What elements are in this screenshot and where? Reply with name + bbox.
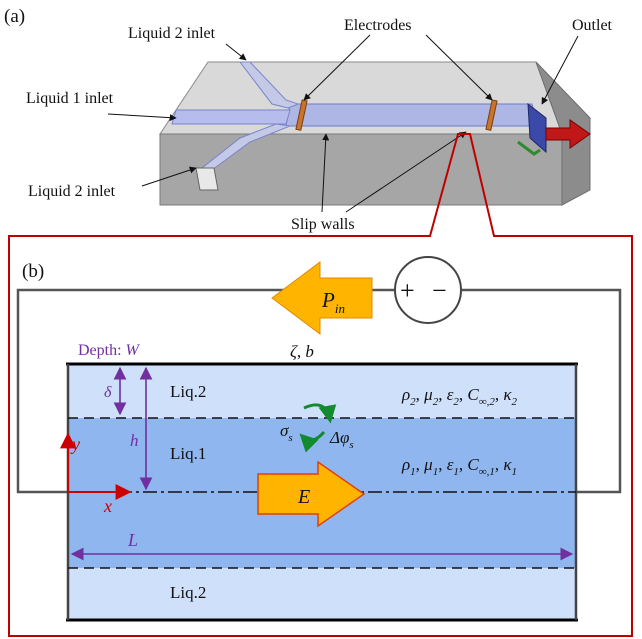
outlet-green-edge [517, 140, 541, 156]
label-electrodes: Electrodes [344, 17, 412, 34]
h-label: h [130, 431, 139, 450]
outlet-port [527, 102, 547, 154]
source-plus: + [400, 276, 415, 305]
pointer-outlet [541, 35, 579, 105]
outlet-flow-arrow [545, 119, 591, 149]
length-label: L [127, 530, 138, 550]
liq1-label: Liq.1 [170, 444, 206, 463]
depth-label: Depth: W [78, 342, 141, 359]
liq2-top-label: Liq.2 [170, 382, 206, 401]
label-outlet: Outlet [572, 17, 613, 34]
panel-b: (b) + − Pin Depth: W ζ, b δ h Liq.2 [8, 133, 633, 637]
chip-block [159, 61, 591, 206]
panel-b-tag: (b) [22, 261, 44, 282]
liquid2-bottom-inlet-port [195, 167, 219, 191]
delta-phi-s-label: Δφs [329, 428, 354, 451]
delta-label: δ [104, 384, 112, 401]
main-channel [285, 103, 539, 127]
zoom-callout [8, 133, 633, 637]
liq1-properties: ρ1, μ1, ε1, C∞,1, κ1 [401, 455, 517, 478]
liquid2-top-channel [238, 61, 300, 109]
chip-front-face [159, 133, 563, 206]
pointer-slip-wall-right [345, 131, 467, 213]
green-curved-arrow-top [303, 403, 337, 424]
circuit-wire [16, 288, 622, 494]
y-axis-label: y [70, 434, 80, 454]
liq2-bottom-label: Liq.2 [170, 583, 206, 602]
panel-a-tag: (a) [4, 6, 25, 27]
pointer-electrode-right [425, 34, 493, 101]
source-minus: − [432, 276, 447, 305]
panel-a: (a) Liquid 2 inlet Liqui [4, 6, 613, 233]
electrode-right [485, 99, 498, 131]
voltage-source [394, 256, 462, 324]
x-axis-label: x [103, 496, 112, 516]
pointer-liquid2-top [225, 43, 247, 61]
pressure-arrow [271, 261, 373, 335]
green-curved-arrow-bottom [299, 430, 326, 453]
label-liquid2-inlet-bottom: Liquid 2 inlet [28, 183, 116, 200]
label-liquid2-inlet-top: Liquid 2 inlet [128, 25, 216, 42]
pointer-liquid2-bottom [141, 166, 197, 187]
wall-property-label: ζ, b [290, 342, 314, 361]
pointer-slip-wall-left [321, 133, 330, 213]
liq2-properties: ρ2, μ2, ε2, C∞,2, κ2 [401, 385, 518, 408]
label-slip-walls: Slip walls [291, 216, 355, 233]
sigma-s-label: σs [280, 421, 293, 444]
liquid1-channel [171, 109, 291, 125]
pointer-electrode-left [303, 34, 371, 101]
electric-field-arrow [257, 460, 366, 528]
pointer-liquid1 [107, 113, 177, 122]
liq2-bottom-region [68, 568, 576, 620]
pressure-label: Pin [321, 288, 345, 316]
label-liquid1-inlet: Liquid 1 inlet [26, 90, 114, 107]
electric-field-label: E [297, 486, 310, 508]
